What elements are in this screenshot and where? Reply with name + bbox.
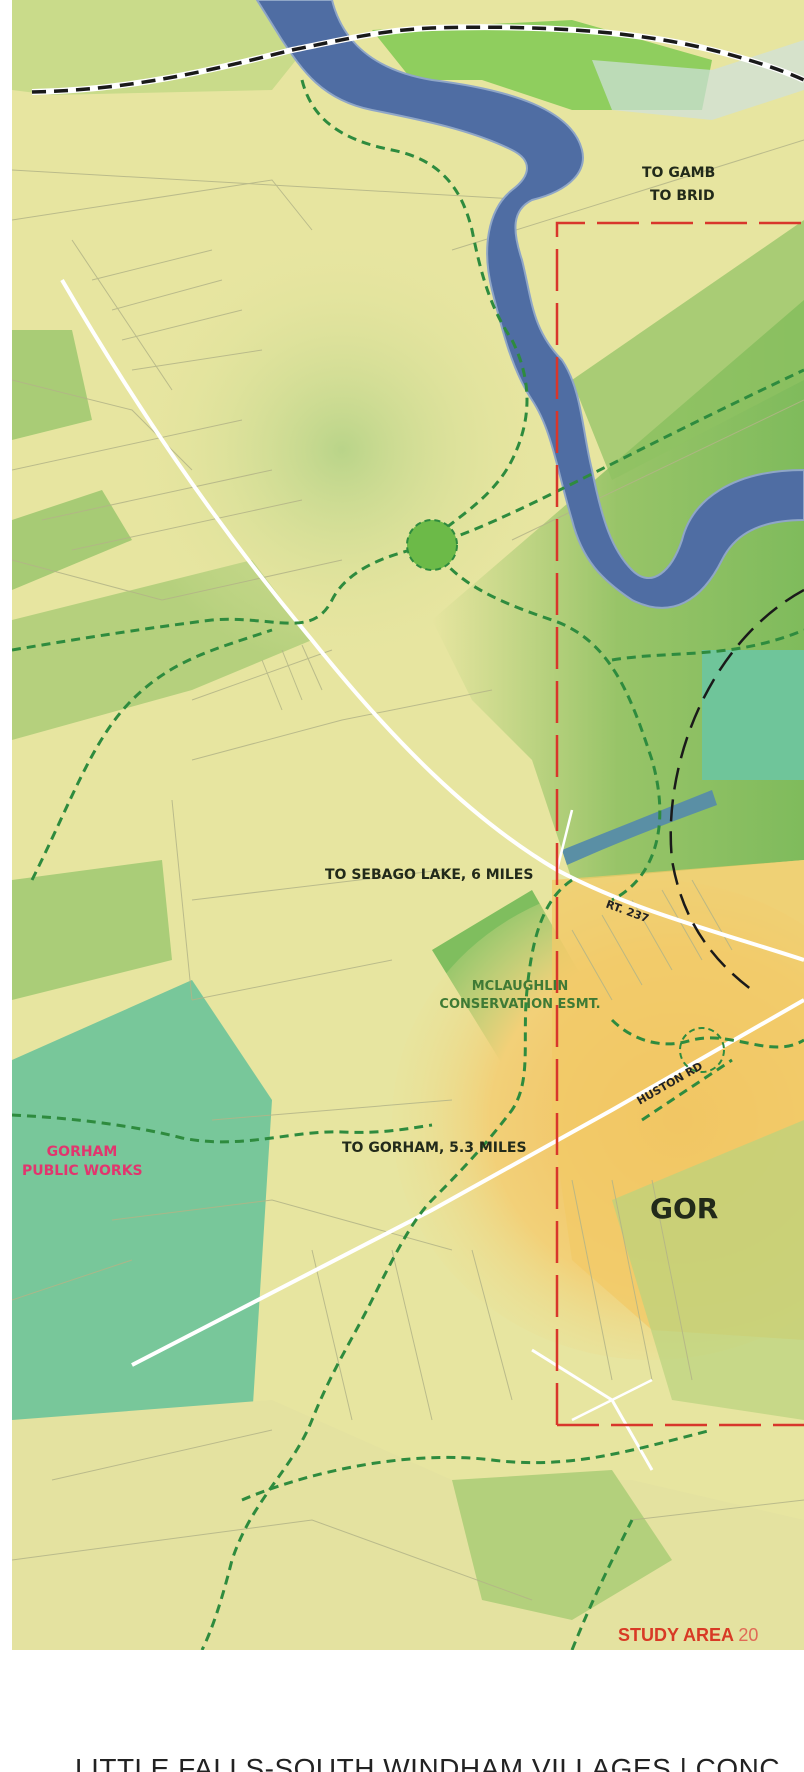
study-area-label: STUDY AREA 20 [618, 1625, 758, 1646]
river [255, 0, 804, 609]
trail-node-icon[interactable] [406, 519, 458, 571]
village-radius [669, 588, 804, 991]
label-to-bridge: TO BRID [650, 188, 715, 204]
civic-parcel [702, 650, 804, 780]
footer [0, 1650, 804, 1772]
upper-field [12, 0, 312, 95]
document-title: LITTLE FALLS-SOUTH WINDHAM VILLAGES | CO… [75, 1753, 781, 1772]
gorham-pw-line-2: PUBLIC WORKS [22, 1163, 143, 1179]
forest-patch [452, 1470, 672, 1620]
trail-node-icon[interactable] [679, 1027, 725, 1073]
gorham-pw-line-1: GORHAM [46, 1144, 118, 1160]
study-area-year: 20 [738, 1625, 759, 1645]
forest-patch [12, 330, 92, 440]
gorham-public-works-parcel [12, 980, 272, 1420]
site-map[interactable] [12, 0, 804, 1650]
conservation-corridor [572, 220, 804, 480]
town-line [31, 25, 804, 94]
label-to-gambo: TO GAMB [642, 165, 716, 181]
label-to-sebago-lake: TO SEBAGO LAKE, 6 MILES [325, 867, 534, 883]
label-gorham-village: GOR [650, 1192, 719, 1225]
study-area-boundary[interactable] [555, 221, 804, 1425]
trail-network [12, 79, 804, 1650]
label-to-gorham: TO GORHAM, 5.3 MILES [342, 1140, 527, 1156]
study-area-text: STUDY AREA [618, 1625, 734, 1645]
mclaughlin-line-2: CONSERVATION ESMT. [439, 997, 601, 1012]
label-gorham-public-works: GORHAM PUBLIC WORKS [22, 1143, 143, 1181]
label-mclaughlin-conservation: MCLAUGHLIN CONSERVATION ESMT. [430, 978, 610, 1014]
tributary [562, 790, 717, 865]
forest-patch [612, 1120, 804, 1420]
mclaughlin-line-1: MCLAUGHLIN [471, 979, 569, 994]
forest-patch [12, 860, 172, 1000]
roads [60, 278, 804, 1471]
forest-patch [12, 490, 132, 590]
